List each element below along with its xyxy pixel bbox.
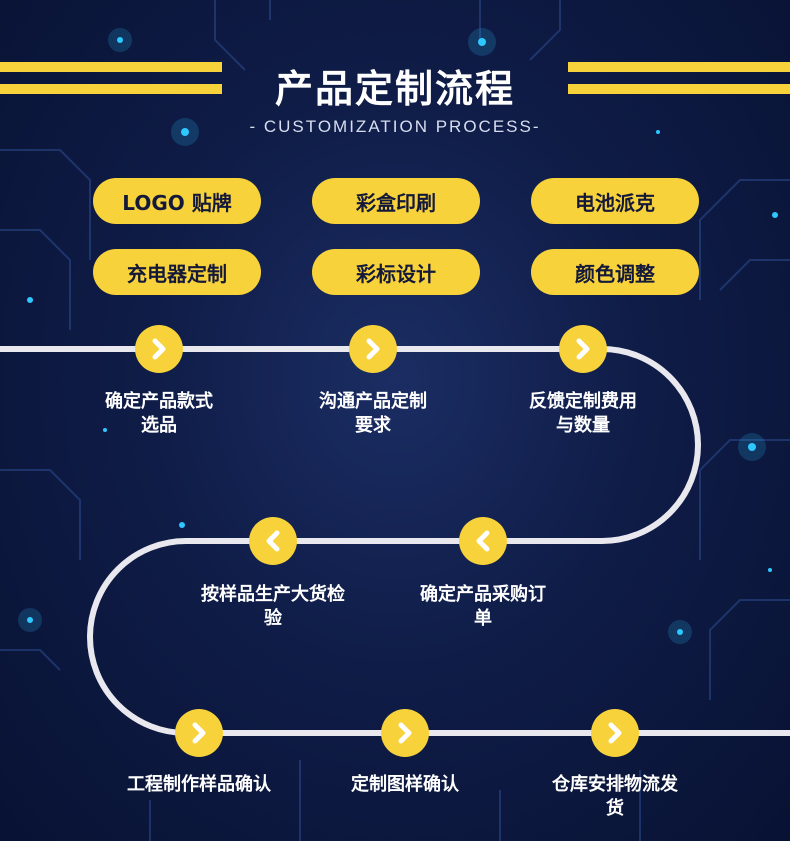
chevron-right-icon [192,722,206,744]
step-label: 反馈定制费用 与数量 [493,390,673,438]
step-node [175,709,223,757]
header-bar-left-bottom [0,84,222,94]
step-label-line: 与数量 [556,415,610,436]
step-label-line: 验 [264,608,282,629]
chevron-right-icon [366,338,380,360]
step-node [591,709,639,757]
step-label-line: 定制图样确认 [351,774,459,795]
step-label-line: 要求 [355,415,391,436]
chevron-left-icon [476,530,490,552]
step-label-line: 确定产品采购订 [420,584,546,605]
step-label: 工程制作样品确认 [109,773,289,797]
step-label-line: 确定产品款式 [105,391,213,412]
option-pill: 电池派克 [531,178,699,224]
page-subtitle: - CUSTOMIZATION PROCESS- [249,117,541,136]
step-label-line: 单 [474,608,492,629]
step-label-line: 按样品生产大货检 [201,584,345,605]
step-node [249,517,297,565]
chevron-right-icon [152,338,166,360]
option-pill: LOGO 贴牌 [93,178,261,224]
step-label-line: 货 [606,798,624,819]
header-bar-right-bottom [568,84,790,94]
chevron-right-icon [608,722,622,744]
step-label: 确定产品采购订 单 [393,583,573,631]
chevron-right-icon [398,722,412,744]
option-pill: 彩标设计 [312,249,480,295]
step-label-line: 工程制作样品确认 [127,774,271,795]
step-label-line: 仓库安排物流发 [552,774,678,795]
page-title: 产品定制流程 [274,67,515,111]
step-label-line: 选品 [141,415,177,436]
step-label: 沟通产品定制 要求 [283,390,463,438]
step-node [135,325,183,373]
step-label: 定制图样确认 [315,773,495,797]
step-node [349,325,397,373]
chevron-right-icon [576,338,590,360]
header-bar-left-top [0,62,222,72]
option-pill: 颜色调整 [531,249,699,295]
step-node [559,325,607,373]
step-label-line: 沟通产品定制 [319,391,427,412]
header-bar-right-top [568,62,790,72]
step-label-line: 反馈定制费用 [529,391,637,412]
option-pill: 充电器定制 [93,249,261,295]
step-label: 按样品生产大货检 验 [183,583,363,631]
option-pill: 彩盒印刷 [312,178,480,224]
step-label: 仓库安排物流发 货 [525,773,705,821]
chevron-left-icon [266,530,280,552]
step-node [381,709,429,757]
step-node [459,517,507,565]
step-label: 确定产品款式 选品 [69,390,249,438]
